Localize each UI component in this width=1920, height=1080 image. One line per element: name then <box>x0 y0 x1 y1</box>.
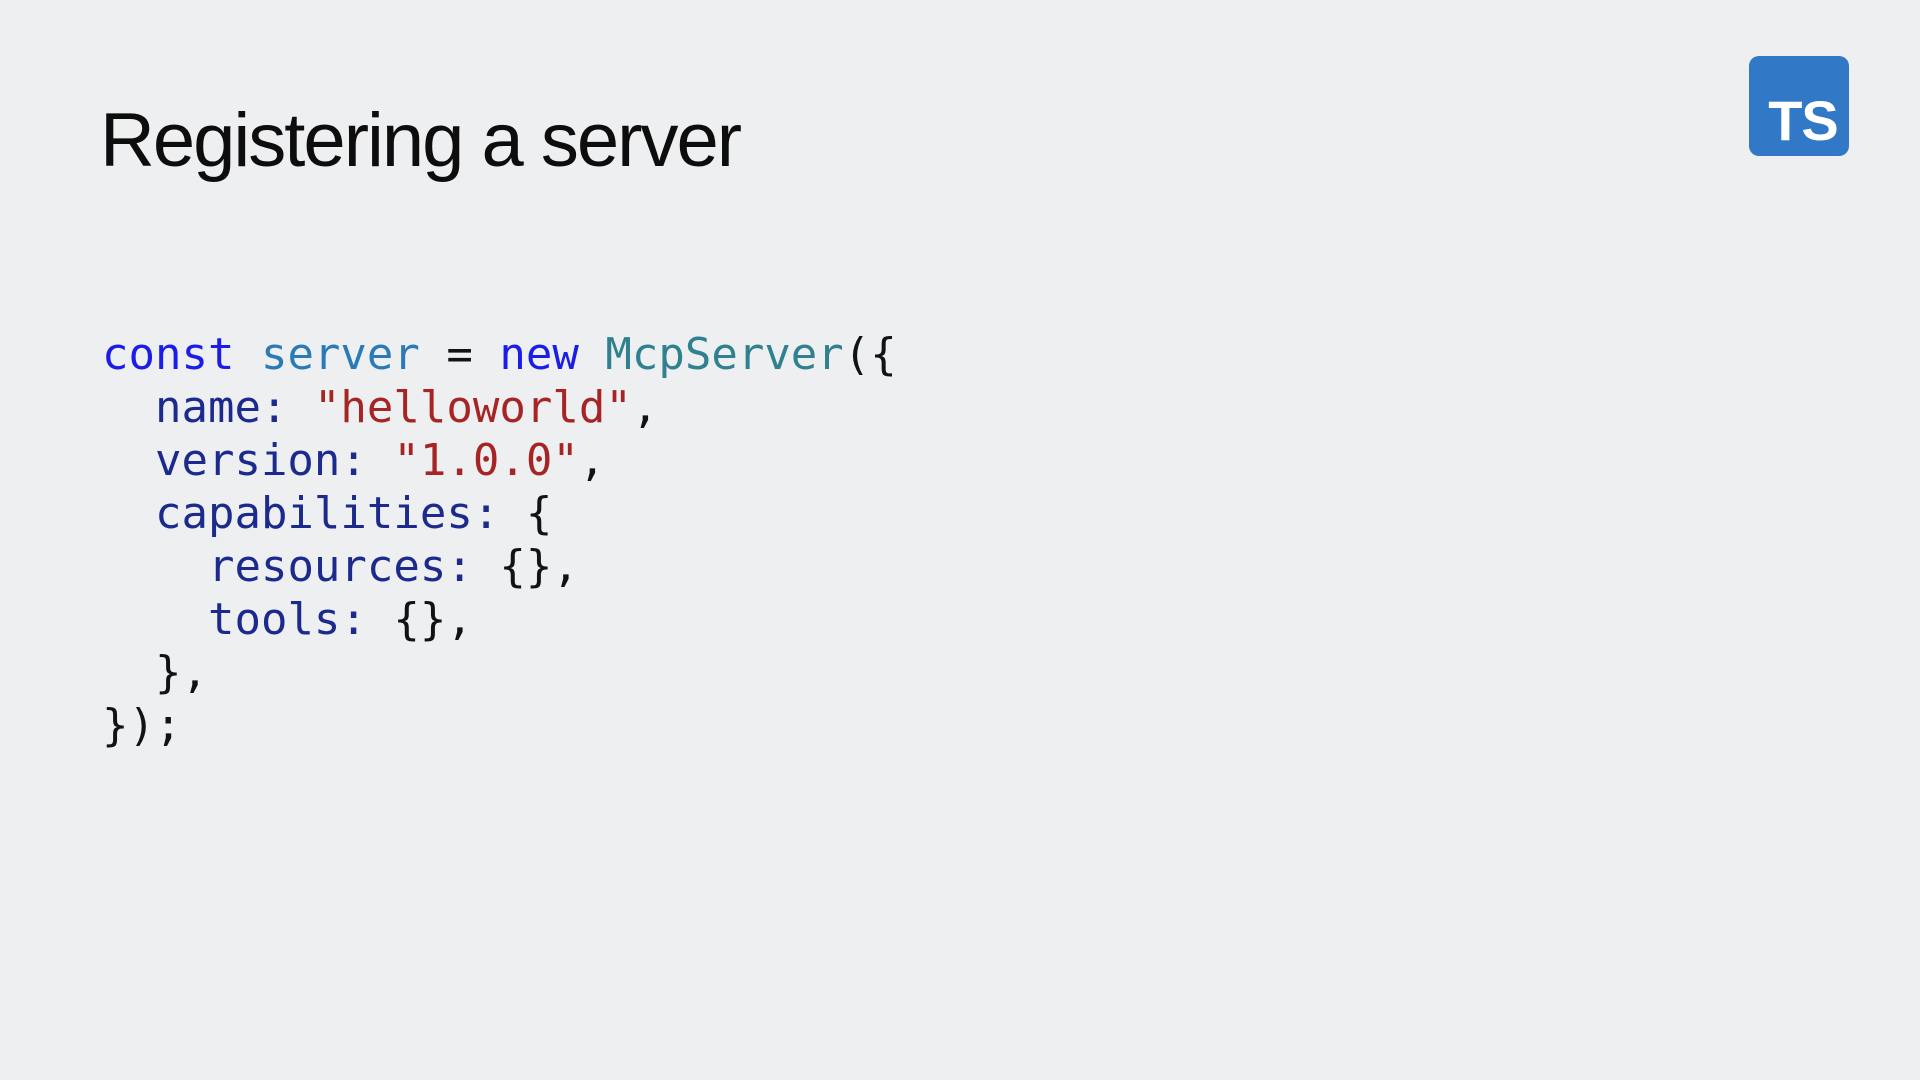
code-token-pln <box>102 541 208 592</box>
code-token-prop: capabilities: <box>154 488 500 539</box>
code-token-cls: McpServer <box>605 329 844 380</box>
code-token-pln: , <box>631 382 659 433</box>
code-token-kw: const <box>102 329 235 380</box>
code-block: const server = new McpServer({ name: "he… <box>102 328 897 752</box>
code-line: }, <box>102 646 897 699</box>
code-token-pln: }, <box>102 647 208 698</box>
code-line: const server = new McpServer({ <box>102 328 897 381</box>
code-token-var: server <box>260 329 420 380</box>
code-token-pln <box>579 329 606 380</box>
code-token-prop: resources: <box>207 541 473 592</box>
code-token-pln: { <box>499 488 553 539</box>
code-line: tools: {}, <box>102 593 897 646</box>
code-line: resources: {}, <box>102 540 897 593</box>
code-token-prop: tools: <box>207 594 367 645</box>
code-token-pln: = <box>419 329 500 380</box>
code-token-pln <box>102 382 155 433</box>
code-token-pln <box>102 594 208 645</box>
code-line: name: "helloworld", <box>102 381 897 434</box>
code-token-pln: ({ <box>843 329 897 380</box>
code-token-pln <box>102 488 155 539</box>
code-token-prop: name: <box>154 382 288 433</box>
code-token-kw: new <box>499 329 579 380</box>
code-token-pln <box>234 329 261 380</box>
code-line: capabilities: { <box>102 487 897 540</box>
code-token-pln: }); <box>102 700 182 751</box>
page-title: Registering a server <box>100 97 742 183</box>
code-token-str: "helloworld" <box>313 382 632 433</box>
code-token-pln <box>102 435 155 486</box>
code-token-pln <box>367 435 394 486</box>
code-token-pln: {}, <box>472 541 579 592</box>
code-line: }); <box>102 699 897 752</box>
code-token-pln: {}, <box>366 594 473 645</box>
typescript-logo-icon: TS <box>1749 56 1849 156</box>
typescript-logo-label: TS <box>1768 89 1839 152</box>
code-token-str: "1.0.0" <box>393 435 579 486</box>
code-token-pln: , <box>578 435 606 486</box>
code-line: version: "1.0.0", <box>102 434 897 487</box>
code-token-pln <box>287 382 314 433</box>
code-token-prop: version: <box>154 435 367 486</box>
